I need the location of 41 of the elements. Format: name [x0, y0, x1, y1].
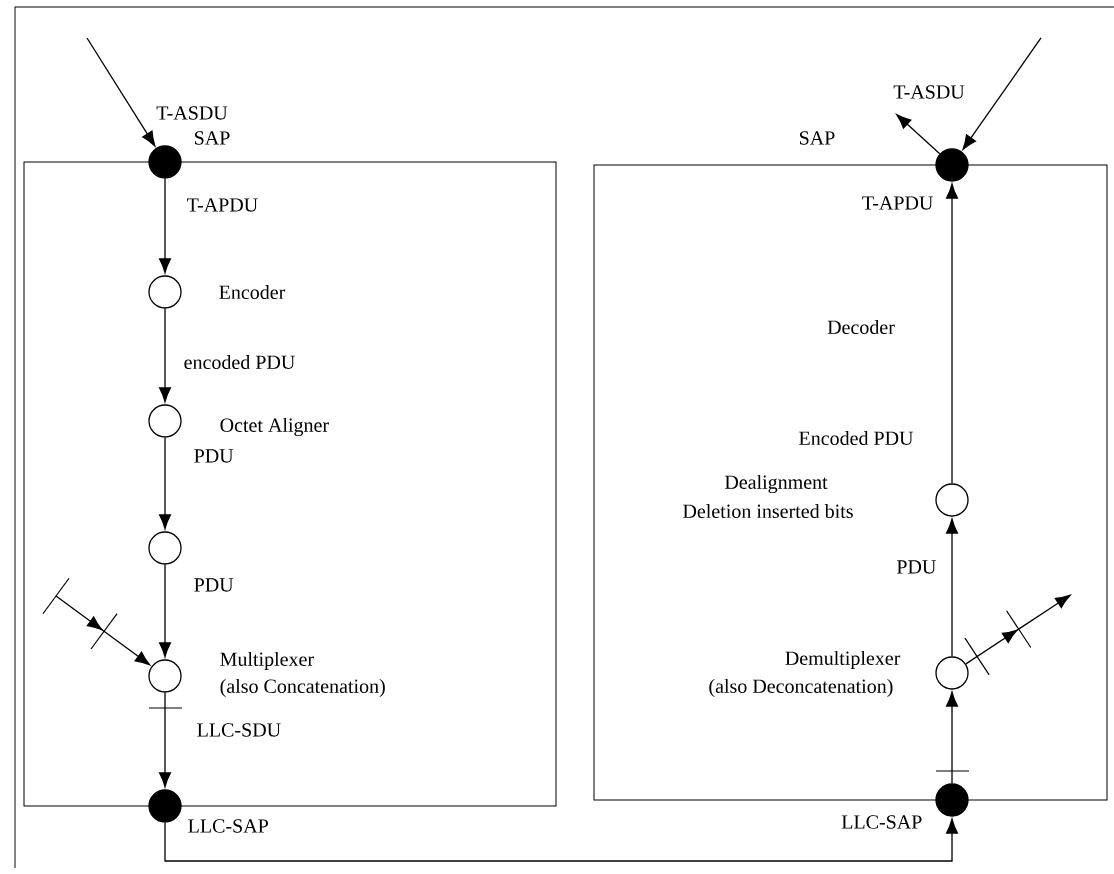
- process-label: Decoder: [827, 319, 895, 334]
- process-label: SAP: [800, 131, 835, 145]
- edge-label: T-ASDU: [892, 84, 966, 100]
- arrow: [159, 564, 171, 658]
- function-label: (also Deconcatenation): [709, 678, 893, 698]
- function-label: Octet Aligner: [220, 417, 329, 437]
- edge-label: PDU: [192, 448, 235, 464]
- function-label: LLC-SAP: [841, 815, 922, 829]
- function-circle: [148, 531, 182, 565]
- service-access-point: [935, 148, 969, 182]
- arrow: [935, 691, 970, 784]
- process-label: Encoded PDU: [799, 430, 914, 445]
- function-label: Multiplexer: [220, 651, 314, 671]
- arrow: [42, 577, 151, 666]
- arrow: [86, 37, 156, 147]
- edge-label: PDU: [895, 559, 938, 575]
- edge-label: T-APDU: [185, 197, 260, 213]
- arrow: [159, 308, 171, 403]
- function-label: Dealignment: [724, 474, 828, 494]
- edge-label: T-ASDU: [155, 105, 229, 121]
- arrow: [164, 818, 958, 862]
- arrow: [964, 594, 1071, 676]
- edge-label: LLC-SDU: [195, 722, 283, 738]
- arrow: [946, 183, 958, 484]
- edge-label: PDU: [192, 577, 235, 593]
- function-label: Demultiplexer: [785, 650, 901, 670]
- arrow: [159, 437, 171, 530]
- block-box: [23, 161, 557, 807]
- arrow: [896, 114, 941, 155]
- arrow: [148, 692, 183, 788]
- function-label: (also Concatenation): [220, 678, 385, 698]
- function-label: SAP: [195, 131, 230, 145]
- edge-label: T-APDU: [860, 195, 935, 211]
- edge-label: encoded PDU: [182, 353, 297, 371]
- block-box: [593, 164, 1108, 801]
- arrow: [159, 178, 171, 274]
- arrow: [946, 518, 958, 657]
- function-label: Encoder: [219, 284, 286, 299]
- function-label: LLC-SAP: [188, 819, 268, 833]
- arrow: [962, 37, 1042, 150]
- function-label: Deletion inserted bits: [683, 503, 853, 518]
